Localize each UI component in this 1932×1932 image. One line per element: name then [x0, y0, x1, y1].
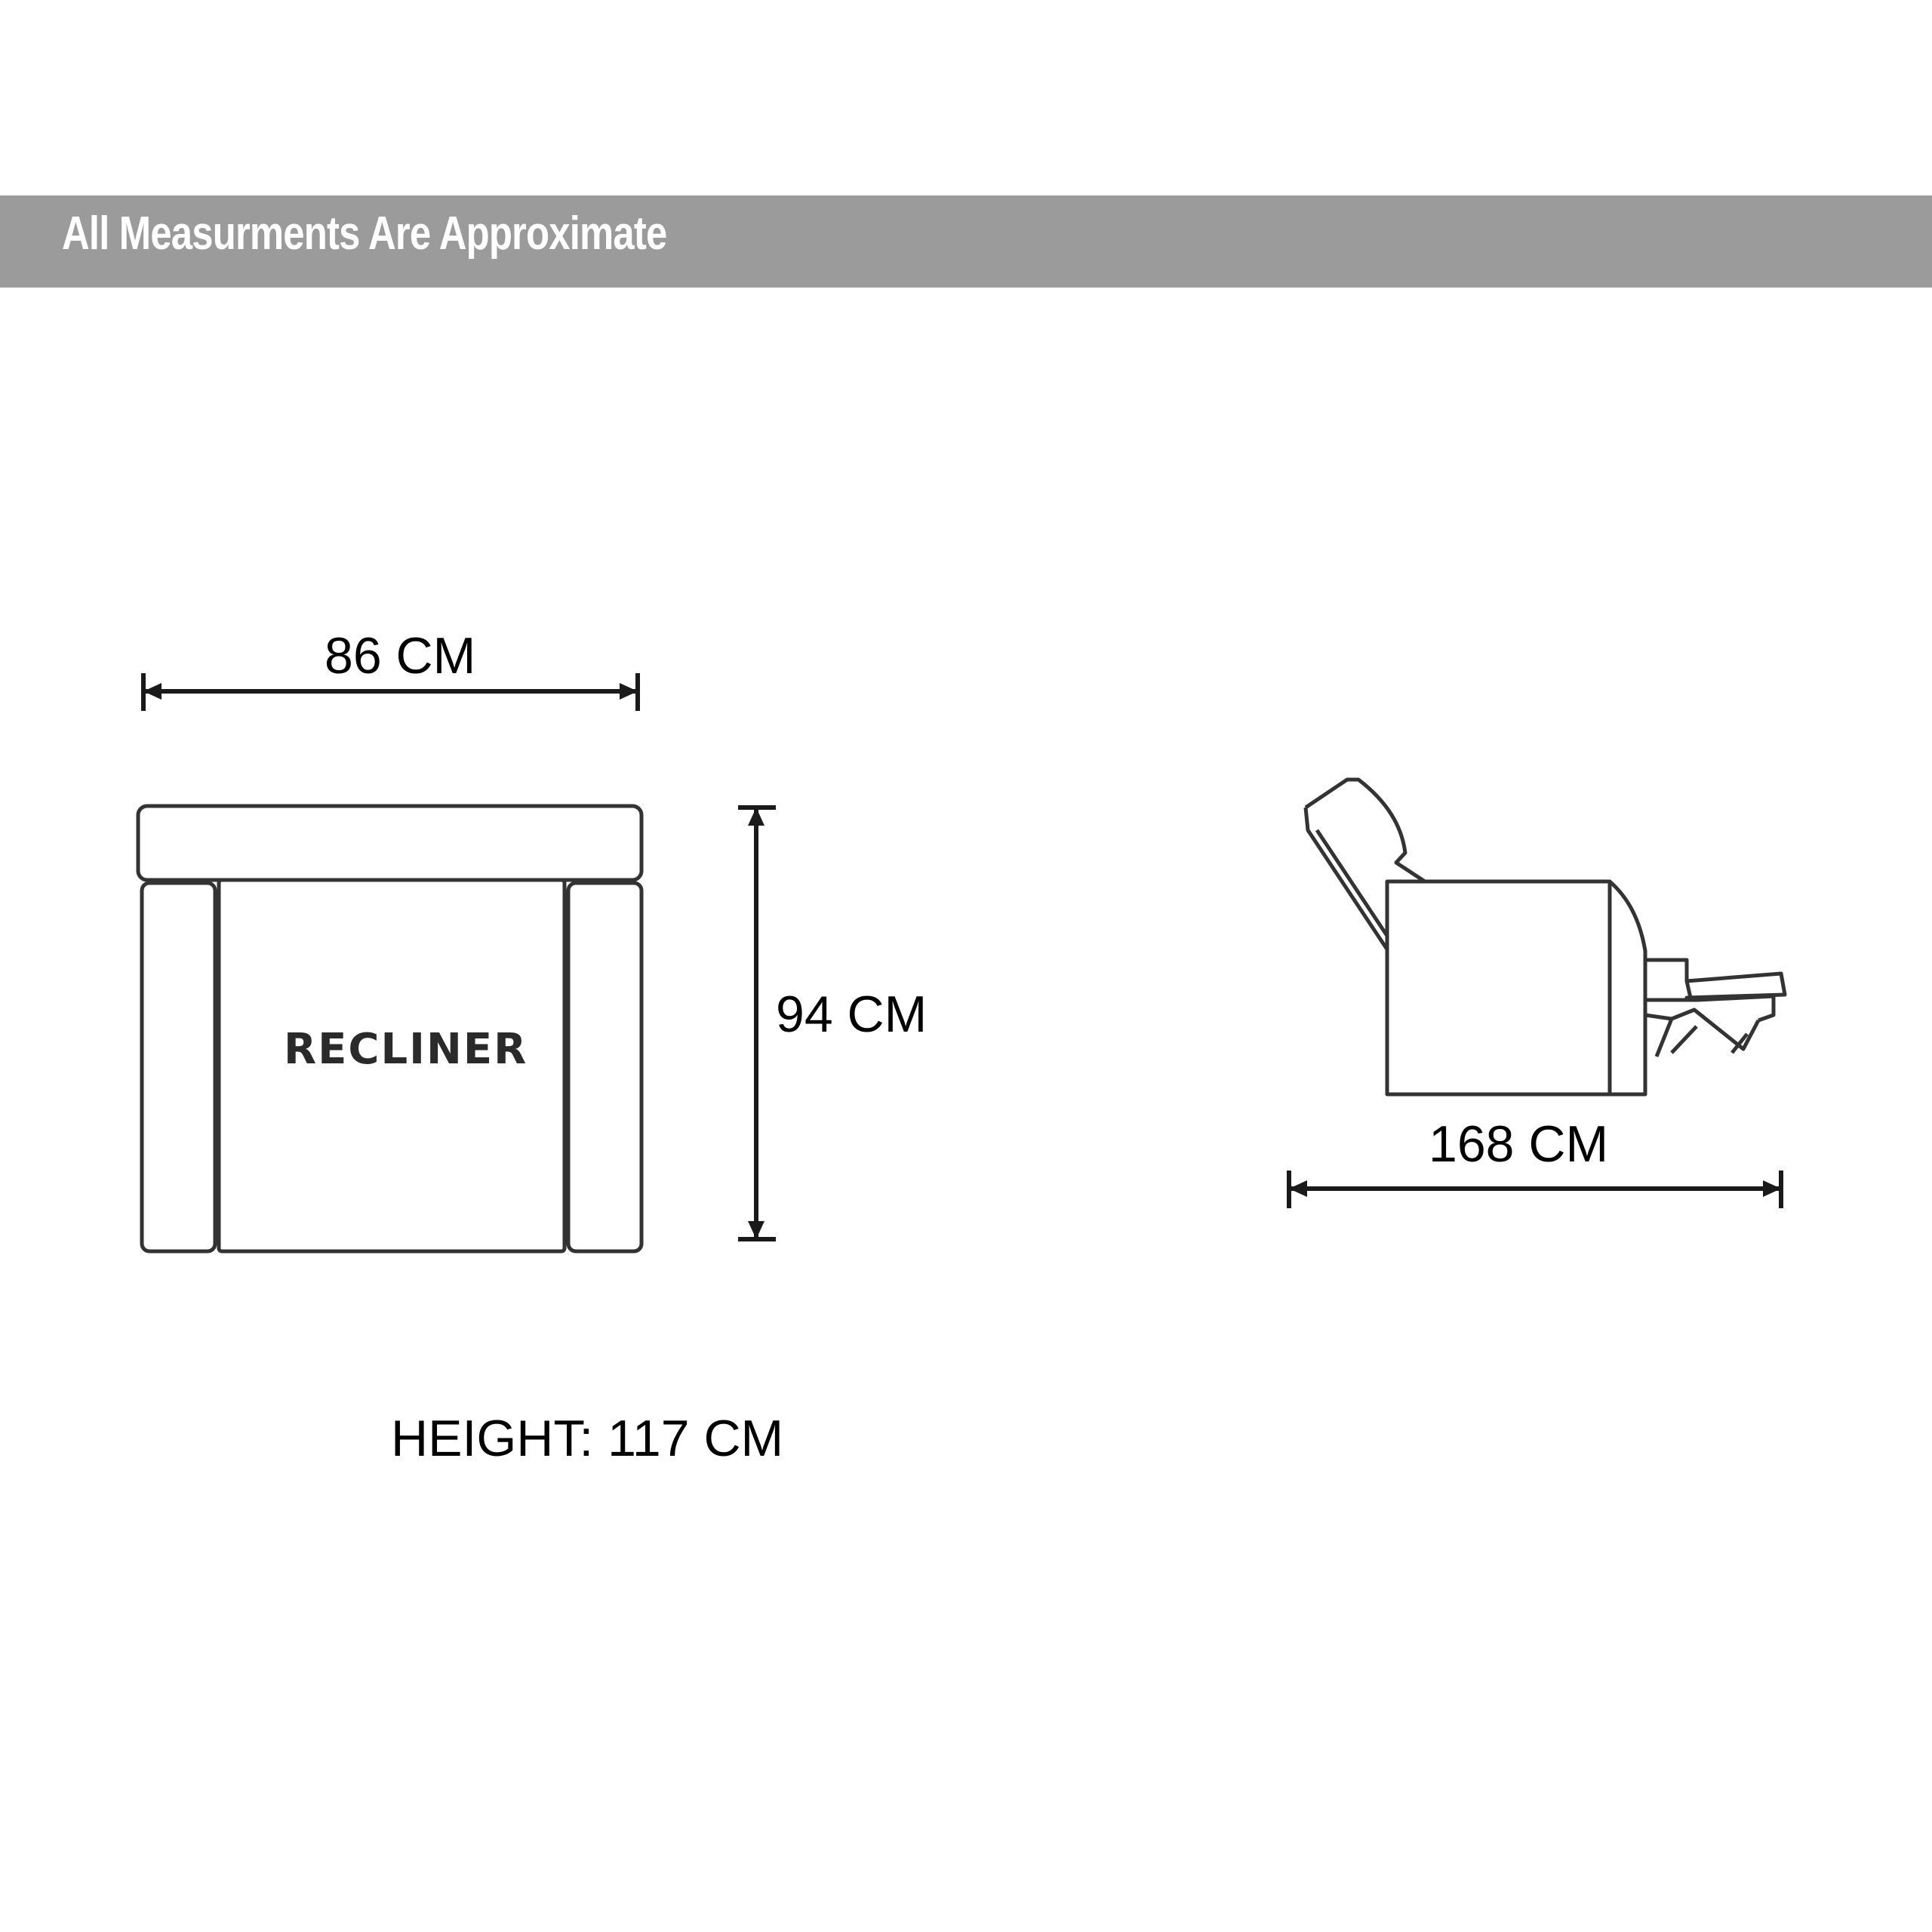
backrest-outline	[136, 804, 644, 882]
right-arm-outline	[566, 881, 644, 1254]
left-arm-outline	[140, 881, 217, 1254]
recliner-label: RECLINER	[284, 1025, 528, 1074]
extended-length-dimension-arrow	[1287, 1171, 1783, 1208]
width-dimension-arrow	[141, 673, 640, 711]
extended-length-label: 168 CM	[1429, 1115, 1609, 1173]
banner-title: All Measurments Are Approximate	[62, 208, 667, 260]
depth-label: 94 CM	[776, 986, 928, 1043]
recliner-side-view	[1303, 777, 1787, 1097]
header-banner	[0, 195, 1932, 288]
seat-outline	[217, 878, 567, 1254]
width-label: 86 CM	[325, 627, 476, 685]
recliner-top-view	[136, 804, 644, 1254]
depth-dimension-arrow	[738, 805, 776, 1241]
height-label: HEIGHT: 117 CM	[391, 1410, 784, 1467]
